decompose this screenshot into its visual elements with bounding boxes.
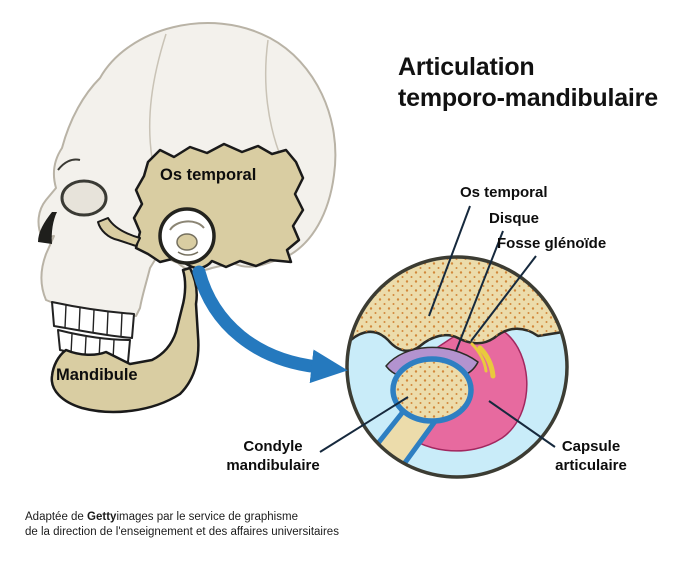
capsule-label-line-2: articulaire (555, 457, 627, 474)
credit-prefix: Adaptée de (25, 511, 88, 523)
zoom-circle (158, 207, 216, 265)
inset-label-condyle: Condyle mandibulaire (198, 437, 348, 475)
leader-condyle (319, 396, 409, 453)
skull-label-os-temporal: Os temporal (160, 166, 257, 184)
upper-teeth (51, 301, 135, 339)
brow-ridge-line (57, 158, 81, 171)
title-line-1: Articulation (398, 53, 535, 81)
skull-label-mandibule: Mandibule (56, 366, 138, 384)
title-line-2: temporo-mandibulaire (398, 84, 658, 112)
eye-socket (60, 179, 108, 217)
condyle-label-line-2: mandibulaire (226, 457, 320, 474)
leader-fosse-glenoide (470, 255, 537, 342)
credit-line-2: de la direction de l'enseignement et des… (25, 526, 339, 538)
inset-label-capsule: Capsule articulaire (527, 437, 655, 475)
credit-line-1: Adaptée de Gettyimages par le service de… (25, 510, 339, 525)
leader-os-temporal (428, 205, 471, 317)
credit-suffix: images par le service de graphisme (116, 511, 298, 523)
ligament-band-2 (470, 342, 488, 373)
diagram-title: Articulation temporo-mandibulaire (398, 52, 658, 114)
capsule-label-line-1: Capsule (561, 438, 621, 455)
credit-text: Adaptée de Gettyimages par le service de… (25, 510, 339, 540)
leader-disque (455, 230, 504, 352)
inset-label-disque: Disque (489, 210, 540, 227)
mandible-shape (50, 266, 200, 414)
inset-joint-illustration (345, 255, 569, 479)
zoom-arrow-icon (192, 265, 348, 384)
zygomatic-arch-shape (97, 217, 141, 247)
skull-suture-line (148, 33, 167, 159)
credit-brand: Getty (87, 511, 117, 523)
skull-suture-line-back (264, 39, 283, 161)
inset-label-os-temporal: Os temporal (460, 184, 548, 201)
leader-lines (319, 205, 556, 453)
ligament-band (477, 345, 496, 379)
condyle-speckle (396, 362, 468, 418)
nasal-aperture (38, 212, 57, 244)
condyle-label-line-1: Condyle (243, 438, 303, 455)
skull-illustration (37, 22, 337, 414)
leader-capsule (488, 400, 556, 448)
inset-label-fosse-glenoide: Fosse glénoïde (497, 235, 607, 252)
temporal-bone-shape (132, 142, 305, 270)
